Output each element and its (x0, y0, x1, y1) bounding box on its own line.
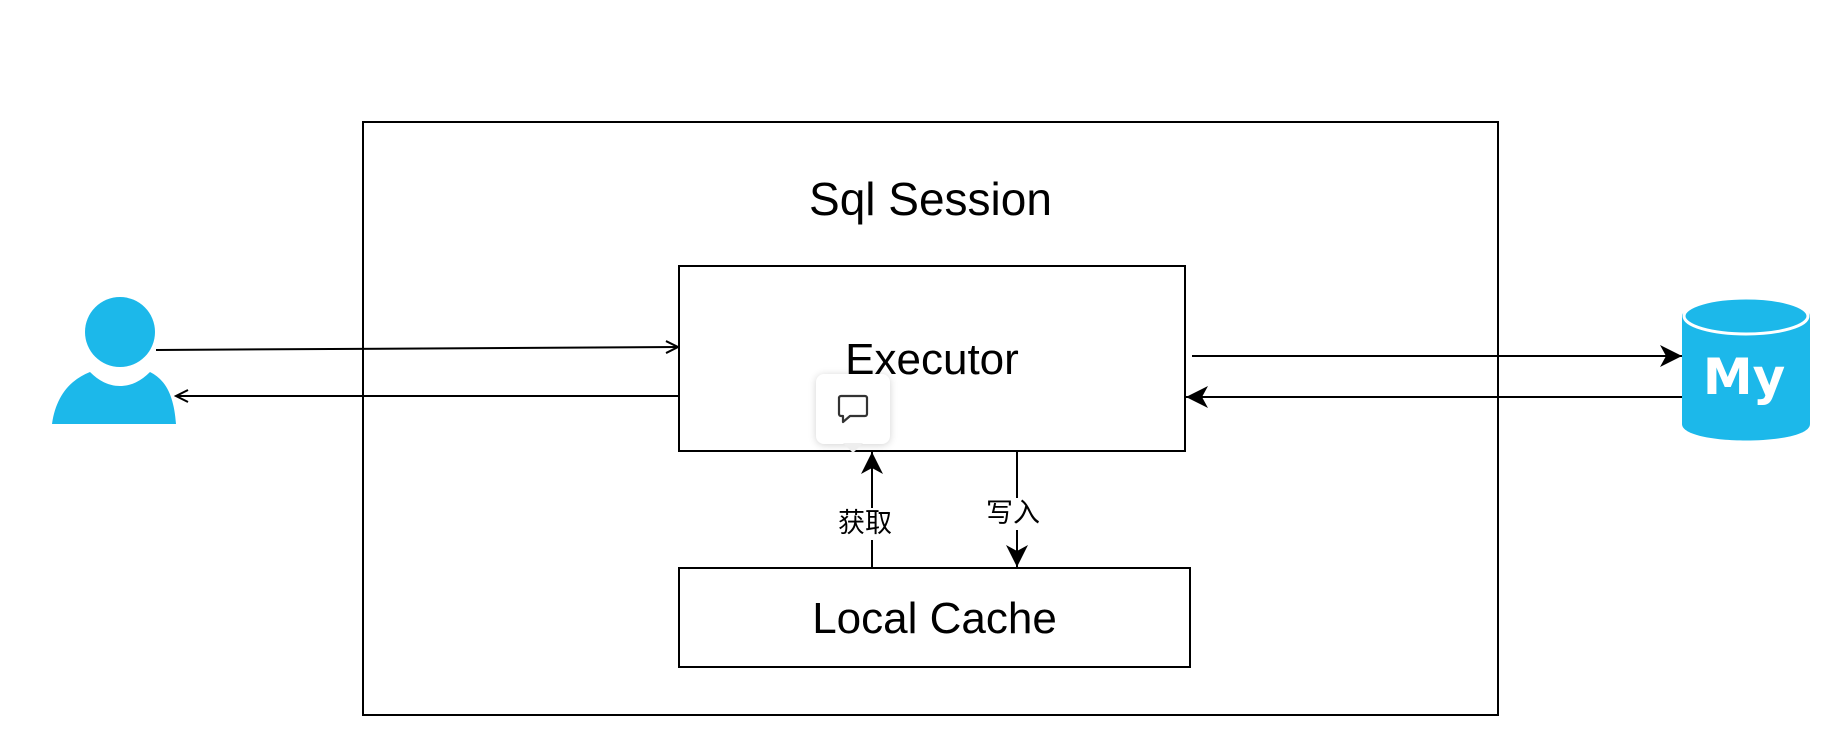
local-cache-label: Local Cache (812, 594, 1057, 643)
mysql-logo-text: My (1703, 348, 1785, 406)
user-icon[interactable] (52, 296, 176, 424)
sql-session-title: Sql Session (809, 173, 1052, 225)
local-cache-box[interactable] (678, 567, 1191, 668)
comment-button-pointer (843, 443, 863, 453)
executor-label: Executor (845, 335, 1019, 384)
comment-button[interactable] (816, 374, 890, 444)
write-edge-label: 写入 (984, 498, 1042, 530)
fetch-edge-label: 获取 (836, 508, 894, 540)
comment-icon (837, 394, 869, 424)
executor-box[interactable] (678, 265, 1186, 452)
mysql-database-icon[interactable]: My (1682, 294, 1810, 446)
